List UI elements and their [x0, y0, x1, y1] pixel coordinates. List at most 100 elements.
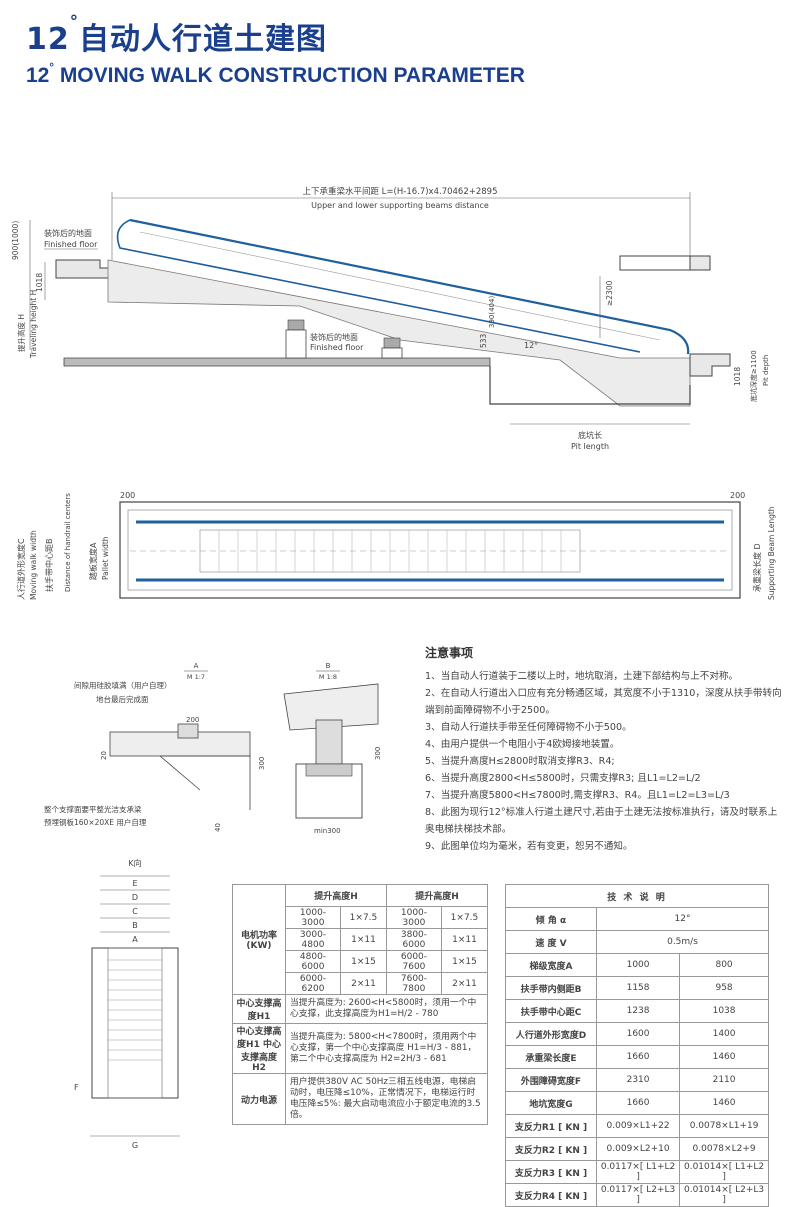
dim-900: 900(1000)	[11, 221, 20, 260]
tech-value: 1158	[595, 976, 681, 1000]
tech-label: 支反力R4 [ KN ]	[505, 1183, 597, 1207]
h1-label: 中心支撑高度H1	[232, 994, 286, 1024]
title-text: 自动人行道土建图	[79, 22, 327, 57]
detail-a-note4: 预埋钢板160×20XE 用户自理	[44, 817, 147, 827]
tech-value: 2310	[595, 1068, 681, 1092]
detail-a-dim20: 20	[100, 751, 108, 760]
tech-value: 0.0117×[ L1+L2 ]	[595, 1160, 681, 1184]
dim-533: 533	[479, 333, 488, 348]
k-label-c: C	[132, 907, 138, 916]
table-cell: 1×15	[339, 950, 387, 973]
k-label-a: A	[132, 935, 138, 944]
detail-b-scale: M 1:8	[319, 673, 337, 681]
note-item: 1、当自动人行道装于二楼以上时，地坑取消，土建下部结构与上不对称。	[425, 671, 739, 682]
tech-label: 承重梁长度E	[505, 1045, 597, 1069]
dim-390: 390(404)	[488, 296, 496, 328]
detail-a-dim40: 40	[214, 823, 222, 832]
k-label-d: D	[132, 893, 138, 902]
h1-text: 当提升高度为: 2600<H<5800时，须用一个中心支撑，此支撑高度为H1=H…	[285, 994, 488, 1024]
detail-b-dim300: 300	[374, 747, 382, 760]
detail-a-note3: 整个支撑面要平整光洁支承梁	[44, 804, 142, 814]
notes-section: 注意事项 1、当自动人行道装于二楼以上时，地坑取消，土建下部结构与上不对称。 2…	[425, 645, 785, 855]
pit-depth-en: Pit depth	[762, 355, 770, 386]
walk-width-cn: 人行道外形宽度C	[16, 538, 26, 600]
angle-label: 12°	[524, 341, 538, 350]
tech-value: 1460	[679, 1045, 769, 1069]
note-item: 3、自动人行道扶手带至任何障碍物不小于500。	[425, 722, 632, 733]
top-dim-cn: 上下承重梁水平间距 L=(H-16.7)x4.70462+2895	[302, 186, 497, 197]
table-cell: 1000-3000	[285, 906, 341, 929]
table-cell: 1×7.5	[440, 906, 489, 929]
beam-en: Supporting Beam Length	[767, 506, 776, 600]
lift-height-header-2: 提升高度H	[385, 884, 489, 907]
finished-floor-en: Finished floor	[44, 240, 98, 249]
dim-2300: ≥2300	[605, 280, 614, 306]
table-cell: 1×11	[339, 928, 387, 951]
tech-value: 0.01014×[ L2+L3 ]	[679, 1183, 769, 1207]
tech-value: 2110	[679, 1068, 769, 1092]
title-en-number: 12	[26, 64, 50, 87]
tech-label: 速 度 V	[505, 930, 597, 954]
table-cell: 1×11	[440, 928, 489, 951]
beam-cn: 承重梁长度 D	[752, 543, 762, 592]
tech-value: 1000	[595, 953, 681, 977]
h2-label: 中心支撑高度H1 中心支撑高度H2	[232, 1023, 286, 1074]
k-label-b: B	[132, 921, 138, 930]
note-item: 5、当提升高度H≤2800时取消支撑R3、R4;	[425, 756, 615, 767]
pit-length-en: Pit length	[571, 442, 609, 451]
dim-1018-left: 1018	[35, 273, 44, 292]
k-label-f: F	[74, 1083, 79, 1092]
finished-floor2-en: Finished floor	[310, 343, 364, 352]
power-supply-text: 用户提供380V AC 50Hz三相五线电源，电梯启动时，电压降≤10%，正常情…	[285, 1073, 488, 1125]
note-item: 9、此图单位均为毫米，若有变更，恕另不通知。	[425, 841, 633, 852]
tech-label: 扶手带内侧距B	[505, 976, 597, 1000]
travel-height-en: Traveling height H	[29, 290, 38, 359]
travel-height-cn: 提升高度 H	[16, 314, 26, 352]
tech-value: 0.009×L1+22	[595, 1114, 681, 1138]
tech-label: 支反力R3 [ KN ]	[505, 1160, 597, 1184]
finished-floor-cn: 装饰后的地面	[44, 228, 92, 238]
pallet-cn: 踏板宽度A	[88, 542, 98, 580]
table-cell: 2×11	[339, 972, 387, 995]
pit-length-cn: 底坑长	[578, 430, 602, 440]
tech-value: 1238	[595, 999, 681, 1023]
k-label-e: E	[132, 879, 137, 888]
note-item: 4、由用户提供一个电阻小于4欧姆接地装置。	[425, 739, 620, 750]
table-cell: 6000-6200	[285, 972, 341, 995]
tech-value: 0.5m/s	[596, 930, 769, 954]
table-cell: 3000-4800	[285, 928, 341, 951]
note-item: 6、当提升高度2800<H≤5800时，只需支撑R3; 且L1=L2=L/2	[425, 773, 701, 784]
detail-a-note1: 间隙用硅胶填满（用户自理）	[74, 680, 172, 690]
tech-value: 12°	[596, 907, 769, 931]
tech-value: 1660	[595, 1091, 681, 1115]
table-cell: 3800-6000	[385, 928, 442, 951]
power-table: 电机功率(KW) 提升高度H 提升高度H 1000-3000 1×7.5 100…	[232, 884, 489, 1125]
elevation-drawing: 上下承重梁水平间距 L=(H-16.7)x4.70462+2895 Upper …	[11, 186, 770, 451]
title-degree: °	[69, 12, 79, 31]
detail-a-dim200: 200	[186, 716, 199, 724]
finished-floor2-cn: 装饰后的地面	[310, 332, 358, 342]
detail-a-scale: M 1:7	[187, 673, 205, 681]
tech-table-title: 技 术 说 明	[505, 884, 769, 908]
page-title-en: 12° MOVING WALK CONSTRUCTION PARAMETER	[26, 62, 525, 88]
table-cell: 1×7.5	[339, 906, 387, 929]
tech-label: 梯级宽度A	[505, 953, 597, 977]
pit-depth-cn: 底坑深度≥1100	[749, 350, 758, 402]
tech-value: 1400	[679, 1022, 769, 1046]
tech-label: 支反力R1 [ KN ]	[505, 1114, 597, 1138]
tech-label: 支反力R2 [ KN ]	[505, 1137, 597, 1161]
note-item: 8、此图为现行12°标准人行道土建尺寸,若由于土建无法按标准执行，请及时联系上奥…	[425, 807, 778, 835]
handrail-cn: 扶手带中心距B	[44, 539, 54, 593]
k-label-g: G	[132, 1141, 138, 1150]
top-dim-en: Upper and lower supporting beams distanc…	[311, 201, 489, 210]
tech-label: 地坑宽度G	[505, 1091, 597, 1115]
pallet-en: Pallet width	[101, 536, 110, 580]
tech-label: 倾 角 α	[505, 907, 597, 931]
tech-value: 958	[679, 976, 769, 1000]
motor-power-label: 电机功率(KW)	[232, 884, 286, 995]
tech-label: 扶手带中心距C	[505, 999, 597, 1023]
tech-value: 0.0078×L1+19	[679, 1114, 769, 1138]
tech-value: 1660	[595, 1045, 681, 1069]
title-number: 12	[26, 22, 70, 57]
detail-a-note2: 地台最后完成面	[96, 694, 149, 704]
